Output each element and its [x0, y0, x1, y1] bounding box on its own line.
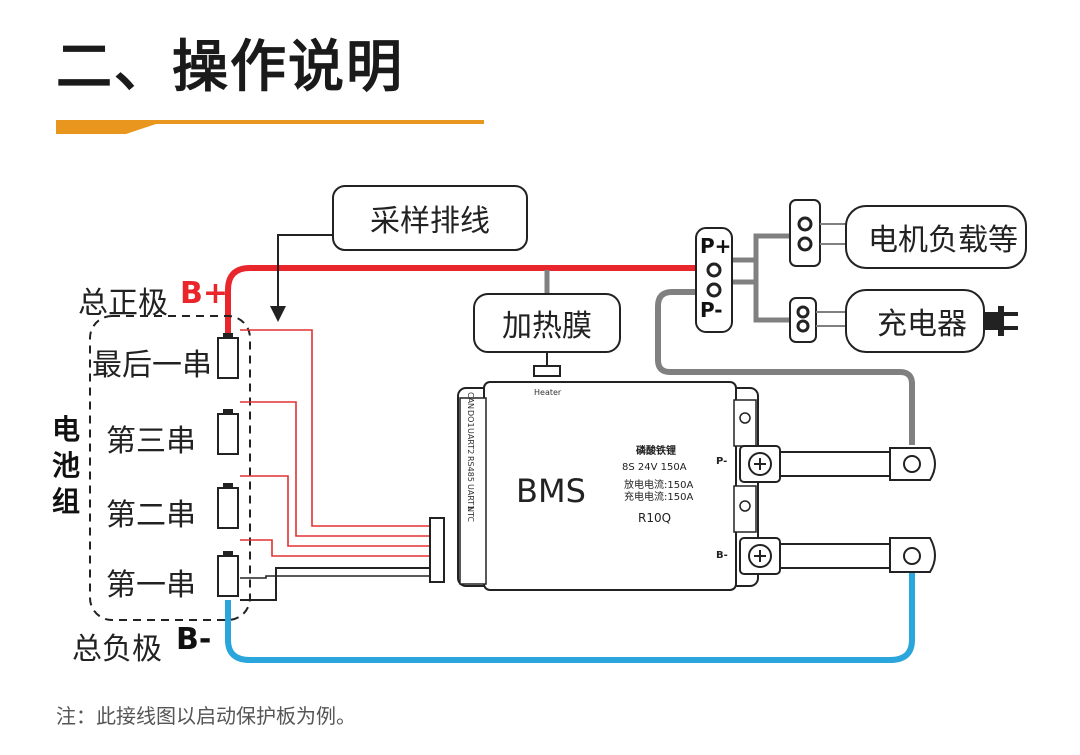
title-underline	[56, 120, 484, 134]
load-connector	[789, 199, 821, 267]
bms-heater-label: Heater	[534, 388, 562, 397]
cell-third	[217, 409, 239, 455]
heater-plug	[533, 352, 561, 377]
cell-third-label: 第三串	[106, 424, 196, 459]
total-negative-label: 总负极	[72, 632, 162, 667]
total-positive-label: 总正极	[78, 286, 168, 321]
bms-name: BMS	[516, 472, 586, 510]
plug-icon	[984, 306, 1018, 336]
p-connector-box	[695, 227, 733, 333]
p-minus-cable	[779, 451, 891, 477]
sampling-connector	[429, 517, 445, 583]
p-plus-branch-bottom	[730, 279, 790, 323]
p-minus-wire	[655, 289, 915, 445]
bms-port-strip	[459, 397, 487, 585]
bms-terminal-b: B-	[716, 550, 728, 561]
cell-last	[217, 333, 239, 379]
sense-wires	[240, 329, 430, 557]
b-minus-label: B-	[176, 622, 212, 657]
bms-model: R10Q	[638, 511, 672, 525]
positive-wire	[225, 265, 700, 340]
cell-second-label: 第二串	[106, 498, 196, 533]
port-uart1: UART1	[466, 484, 475, 511]
port-rs485: RS485	[466, 456, 475, 482]
bms-discharge: 放电电流:150A	[624, 480, 694, 491]
bms-charge: 充电电流:150A	[624, 492, 694, 503]
port-uart2: UART2	[466, 428, 475, 455]
sense-wire-black	[240, 567, 430, 601]
battery-pack-label: 电 池 组	[51, 413, 80, 518]
negative-wire	[225, 562, 915, 663]
bms-spec: 8S 24V 150A	[622, 462, 687, 473]
cell-first-label: 第一串	[106, 568, 196, 603]
cell-first	[217, 551, 239, 597]
sampling-arrow-head	[270, 306, 286, 322]
footnote: 注：此接线图以启动保护板为例。	[56, 704, 356, 728]
port-ntc: NTC	[466, 506, 475, 522]
port-can: CAN	[466, 392, 475, 410]
battery-pack-outline	[89, 315, 251, 621]
p-plus-label: P+	[700, 234, 732, 258]
b-plus-label: B+	[180, 276, 229, 311]
motor-load-label: 电机负载等	[868, 223, 1018, 258]
port-do1: DO1	[466, 410, 475, 428]
sampling-cable-box	[332, 185, 528, 251]
p-plus-branch-top	[730, 233, 790, 263]
bms-chem: 磷酸铁锂	[636, 446, 676, 457]
p-minus-label: P-	[700, 298, 723, 322]
sense-wire-black-2	[240, 575, 430, 579]
heating-film-label: 加热膜	[502, 309, 592, 344]
cell-second	[217, 483, 239, 529]
sampling-arrow-line	[277, 234, 333, 308]
cell-last-label: 最后一串	[92, 348, 212, 383]
motor-load-box	[845, 205, 1027, 269]
charger-label: 充电器	[877, 307, 967, 342]
bms-terminal-p: P-	[716, 456, 728, 467]
b-minus-cable	[779, 543, 891, 569]
page-title: 二、操作说明	[56, 35, 404, 100]
sampling-cable-label: 采样排线	[370, 204, 490, 239]
